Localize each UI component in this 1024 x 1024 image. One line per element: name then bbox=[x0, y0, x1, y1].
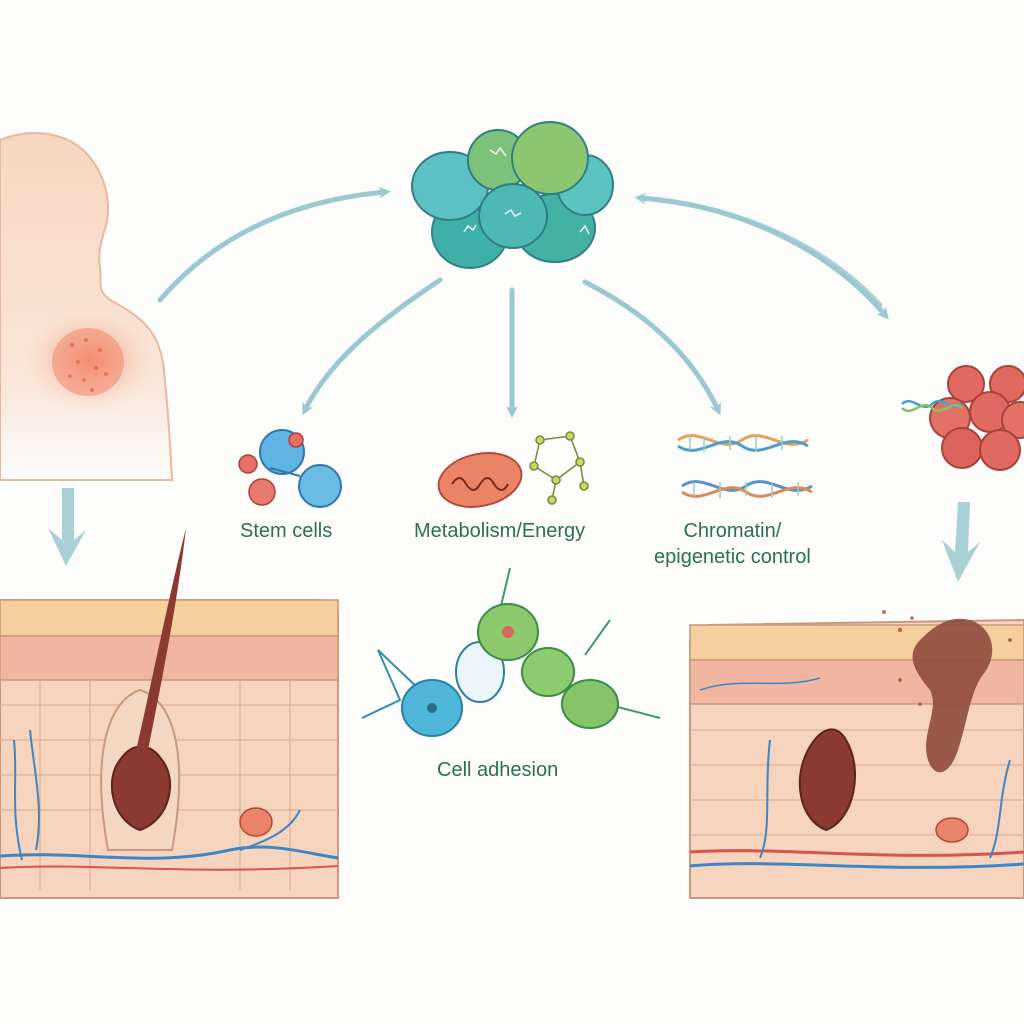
arrow-down-right bbox=[942, 502, 980, 582]
down-arrows bbox=[48, 488, 980, 582]
label-chromatin-line1: Chromatin/ bbox=[683, 520, 782, 542]
skin-cell-left bbox=[239, 807, 273, 837]
red-cell-cluster bbox=[929, 365, 1024, 471]
dna-strand-right bbox=[901, 399, 963, 413]
arrow-to-chromatin bbox=[582, 279, 721, 416]
chromatin-icon bbox=[677, 434, 813, 498]
skin-cross-section-right bbox=[689, 618, 1024, 899]
lesion bbox=[912, 618, 993, 773]
skin-cross-section-left bbox=[0, 528, 339, 899]
vessels-left bbox=[0, 729, 339, 871]
hair-shaft bbox=[134, 528, 186, 760]
cell-adhesion-icon bbox=[361, 567, 661, 737]
label-chromatin: Chromatin/ epigenetic control bbox=[654, 518, 811, 570]
molecule-network bbox=[529, 431, 589, 505]
arrow-body-to-cluster bbox=[157, 186, 391, 303]
label-stem-cells: Stem cells bbox=[240, 520, 333, 542]
label-chromatin-line2: epigenetic control bbox=[654, 546, 811, 568]
arrow-cluster-to-right bbox=[637, 195, 889, 320]
arrow-down-left bbox=[48, 488, 86, 566]
inflamed-patch bbox=[52, 328, 124, 396]
metabolism-icon bbox=[437, 431, 589, 508]
human-figure bbox=[0, 132, 174, 481]
stem-cells-icon bbox=[238, 429, 342, 508]
vessels-right bbox=[689, 677, 1024, 869]
debris-dots bbox=[882, 610, 1012, 706]
arrow-to-stem-cells bbox=[302, 277, 443, 416]
label-metabolism: Metabolism/Energy bbox=[414, 520, 586, 542]
mitochondrion bbox=[437, 452, 523, 508]
label-cell-adhesion: Cell adhesion bbox=[437, 759, 559, 781]
cell-cluster bbox=[411, 121, 614, 269]
arrow-cluster-to-right-back bbox=[634, 192, 883, 308]
skin-cell-right bbox=[935, 817, 969, 843]
arrows bbox=[157, 186, 889, 418]
follicle-right bbox=[798, 728, 857, 832]
inflamed-dots bbox=[68, 338, 108, 392]
